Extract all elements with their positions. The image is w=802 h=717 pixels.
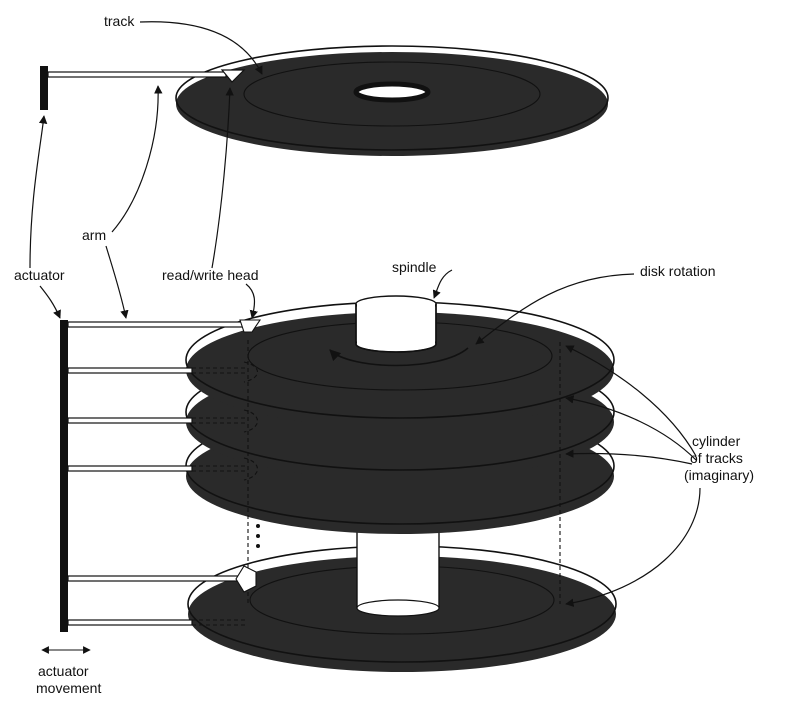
arm-5 <box>67 565 257 593</box>
arrow-head-top <box>211 87 234 269</box>
label-track: track <box>104 13 135 29</box>
arm-4 <box>67 457 259 481</box>
top-arm <box>47 71 227 78</box>
top-spindle-hole <box>353 81 431 103</box>
top-platter <box>175 45 609 156</box>
label-spindle: spindle <box>392 259 437 275</box>
arrow-track <box>139 21 263 75</box>
arrow-actuator-top <box>29 115 48 269</box>
platter-stack <box>185 295 617 672</box>
arrow-cylinder-1 <box>565 345 697 457</box>
spindle-cylinder <box>355 295 437 353</box>
label-cylinder-2: of tracks <box>690 450 743 466</box>
arm-3 <box>67 409 259 433</box>
label-movement-2: movement <box>36 680 101 696</box>
actuator-bar <box>60 320 68 632</box>
ellipsis-dots <box>256 524 260 548</box>
arm-2 <box>67 361 259 383</box>
label-disk-rotation: disk rotation <box>640 263 715 279</box>
arm-6 <box>67 619 248 626</box>
leader-arrows <box>29 21 701 654</box>
arrow-head-bottom <box>245 283 258 319</box>
lower-actuator-assembly <box>60 319 262 632</box>
arrow-disk-rotation <box>475 273 635 345</box>
top-actuator-assembly <box>40 66 246 110</box>
label-cylinder-3: (imaginary) <box>684 467 754 483</box>
arrow-actuator-bottom <box>39 285 61 319</box>
label-cylinder-1: cylinder <box>692 433 741 449</box>
arrow-cylinder-4 <box>565 487 701 607</box>
label-read-write-head: read/write head <box>162 267 259 283</box>
arrow-spindle <box>432 269 453 299</box>
arrow-cylinder-3 <box>565 449 693 465</box>
label-arm: arm <box>82 227 106 243</box>
arrow-arm-top <box>111 85 163 233</box>
top-actuator-bar <box>40 66 48 110</box>
arm-1 <box>67 319 262 333</box>
top-read-write-head <box>220 69 246 83</box>
arrow-arm-bottom <box>105 245 129 319</box>
label-movement-1: actuator <box>38 663 89 679</box>
platter-1 <box>185 295 615 428</box>
rotation-arc <box>329 347 469 367</box>
track-ring <box>243 61 541 127</box>
label-actuator: actuator <box>14 267 65 283</box>
arrow-cylinder-2 <box>565 395 697 461</box>
